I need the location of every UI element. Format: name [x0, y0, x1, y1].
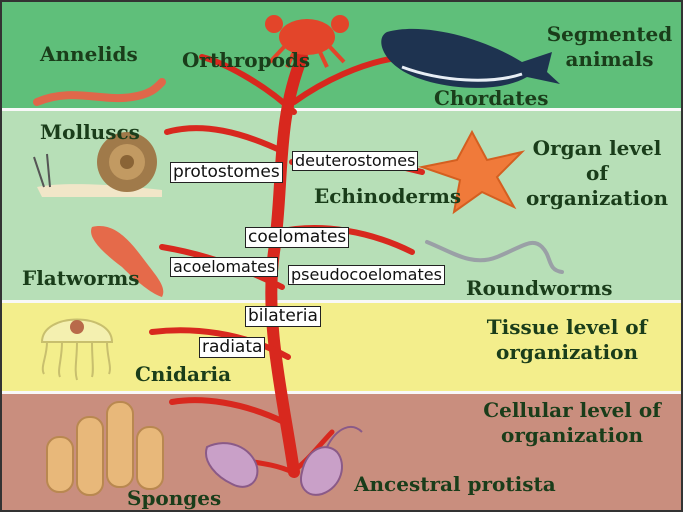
whale-illustration [381, 29, 560, 88]
box-acoelomates: acoelomates [170, 257, 278, 277]
sponge-illustration [47, 402, 163, 495]
level-segmented: Segmented animals [542, 22, 677, 72]
label-annelids: Annelids [40, 42, 138, 66]
jellyfish-illustration [42, 320, 112, 381]
label-flatworms: Flatworms [22, 266, 140, 290]
label-echinoderms: Echinoderms [314, 184, 461, 208]
box-coelomates: coelomates [245, 227, 349, 248]
label-ancestral-protista: Ancestral protista [354, 472, 556, 496]
label-roundworms: Roundworms [466, 276, 613, 300]
box-radiata: radiata [199, 337, 265, 358]
label-cnidaria: Cnidaria [135, 362, 231, 386]
box-bilateria: bilateria [245, 306, 321, 327]
roundworm-illustration [427, 242, 562, 272]
level-tissue: Tissue level of organization [472, 315, 662, 365]
label-sponges: Sponges [127, 486, 221, 510]
label-molluscs: Molluscs [40, 120, 140, 144]
label-orthropods: Orthropods [182, 48, 310, 72]
label-chordates: Chordates [434, 86, 549, 110]
box-protostomes: protostomes [170, 162, 283, 183]
box-pseudocoelomates: pseudocoelomates [288, 265, 445, 285]
box-deuterostomes: deuterostomes [292, 151, 418, 171]
level-organ: Organ level of organization [522, 136, 672, 211]
level-cellular: Cellular level of organization [472, 398, 672, 448]
annelid-worm [37, 82, 162, 102]
